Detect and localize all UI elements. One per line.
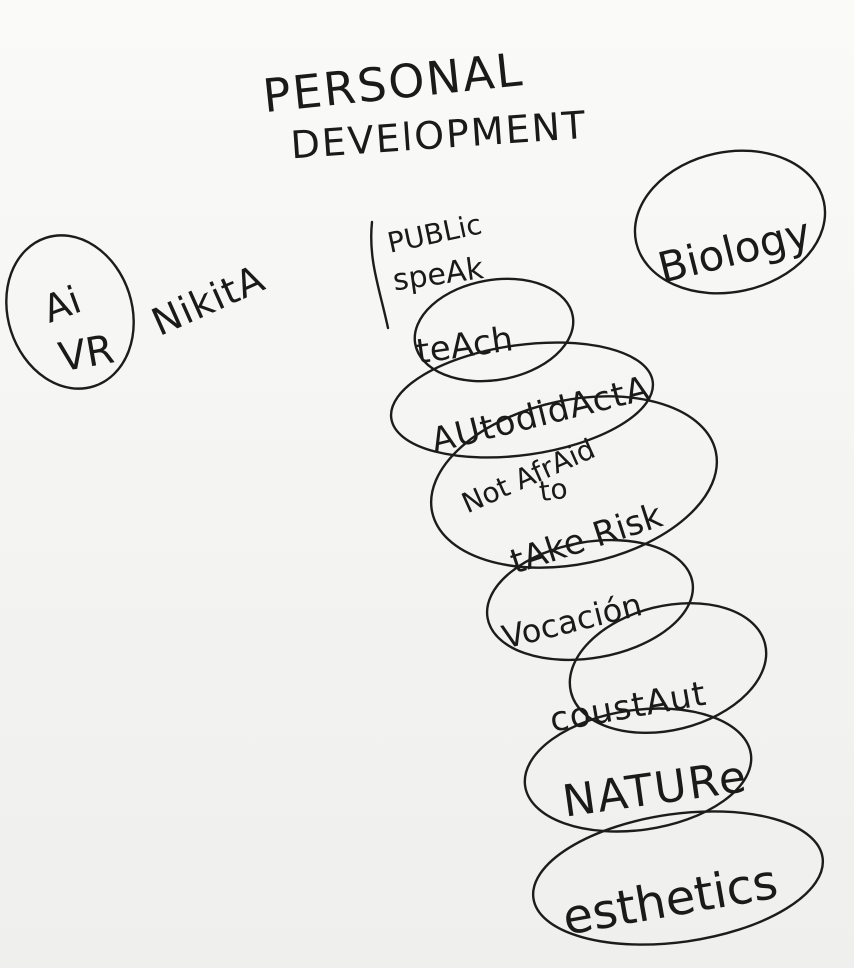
constant-bubble — [568, 601, 768, 735]
ai-vr-circle — [5, 234, 135, 390]
not-afraid-bubble — [429, 395, 719, 569]
ai-label: Ai — [37, 278, 86, 332]
teach-bubble — [413, 277, 575, 383]
teach-label: teAch — [414, 319, 516, 372]
not-afraid-line-3: tAke Risk — [505, 496, 667, 583]
vr-label: VR — [55, 327, 117, 382]
vocacion-bubble — [485, 538, 695, 662]
autodidacta-bubble — [389, 341, 655, 459]
constant-label: coustAut — [547, 674, 710, 741]
name-label: NikitA — [145, 256, 271, 344]
biology-label: Biology — [653, 208, 815, 293]
vocacion-label: Vocación — [498, 585, 645, 656]
esthetics-label: esthetics — [559, 854, 782, 947]
not-afraid-line-2: to — [537, 472, 569, 509]
esthetics-bubble — [531, 810, 825, 946]
public-speak-bracket — [370, 220, 390, 330]
biology-circle — [633, 149, 827, 295]
nature-bubble — [523, 707, 753, 833]
public-speak-line-2: speAk — [391, 251, 487, 298]
